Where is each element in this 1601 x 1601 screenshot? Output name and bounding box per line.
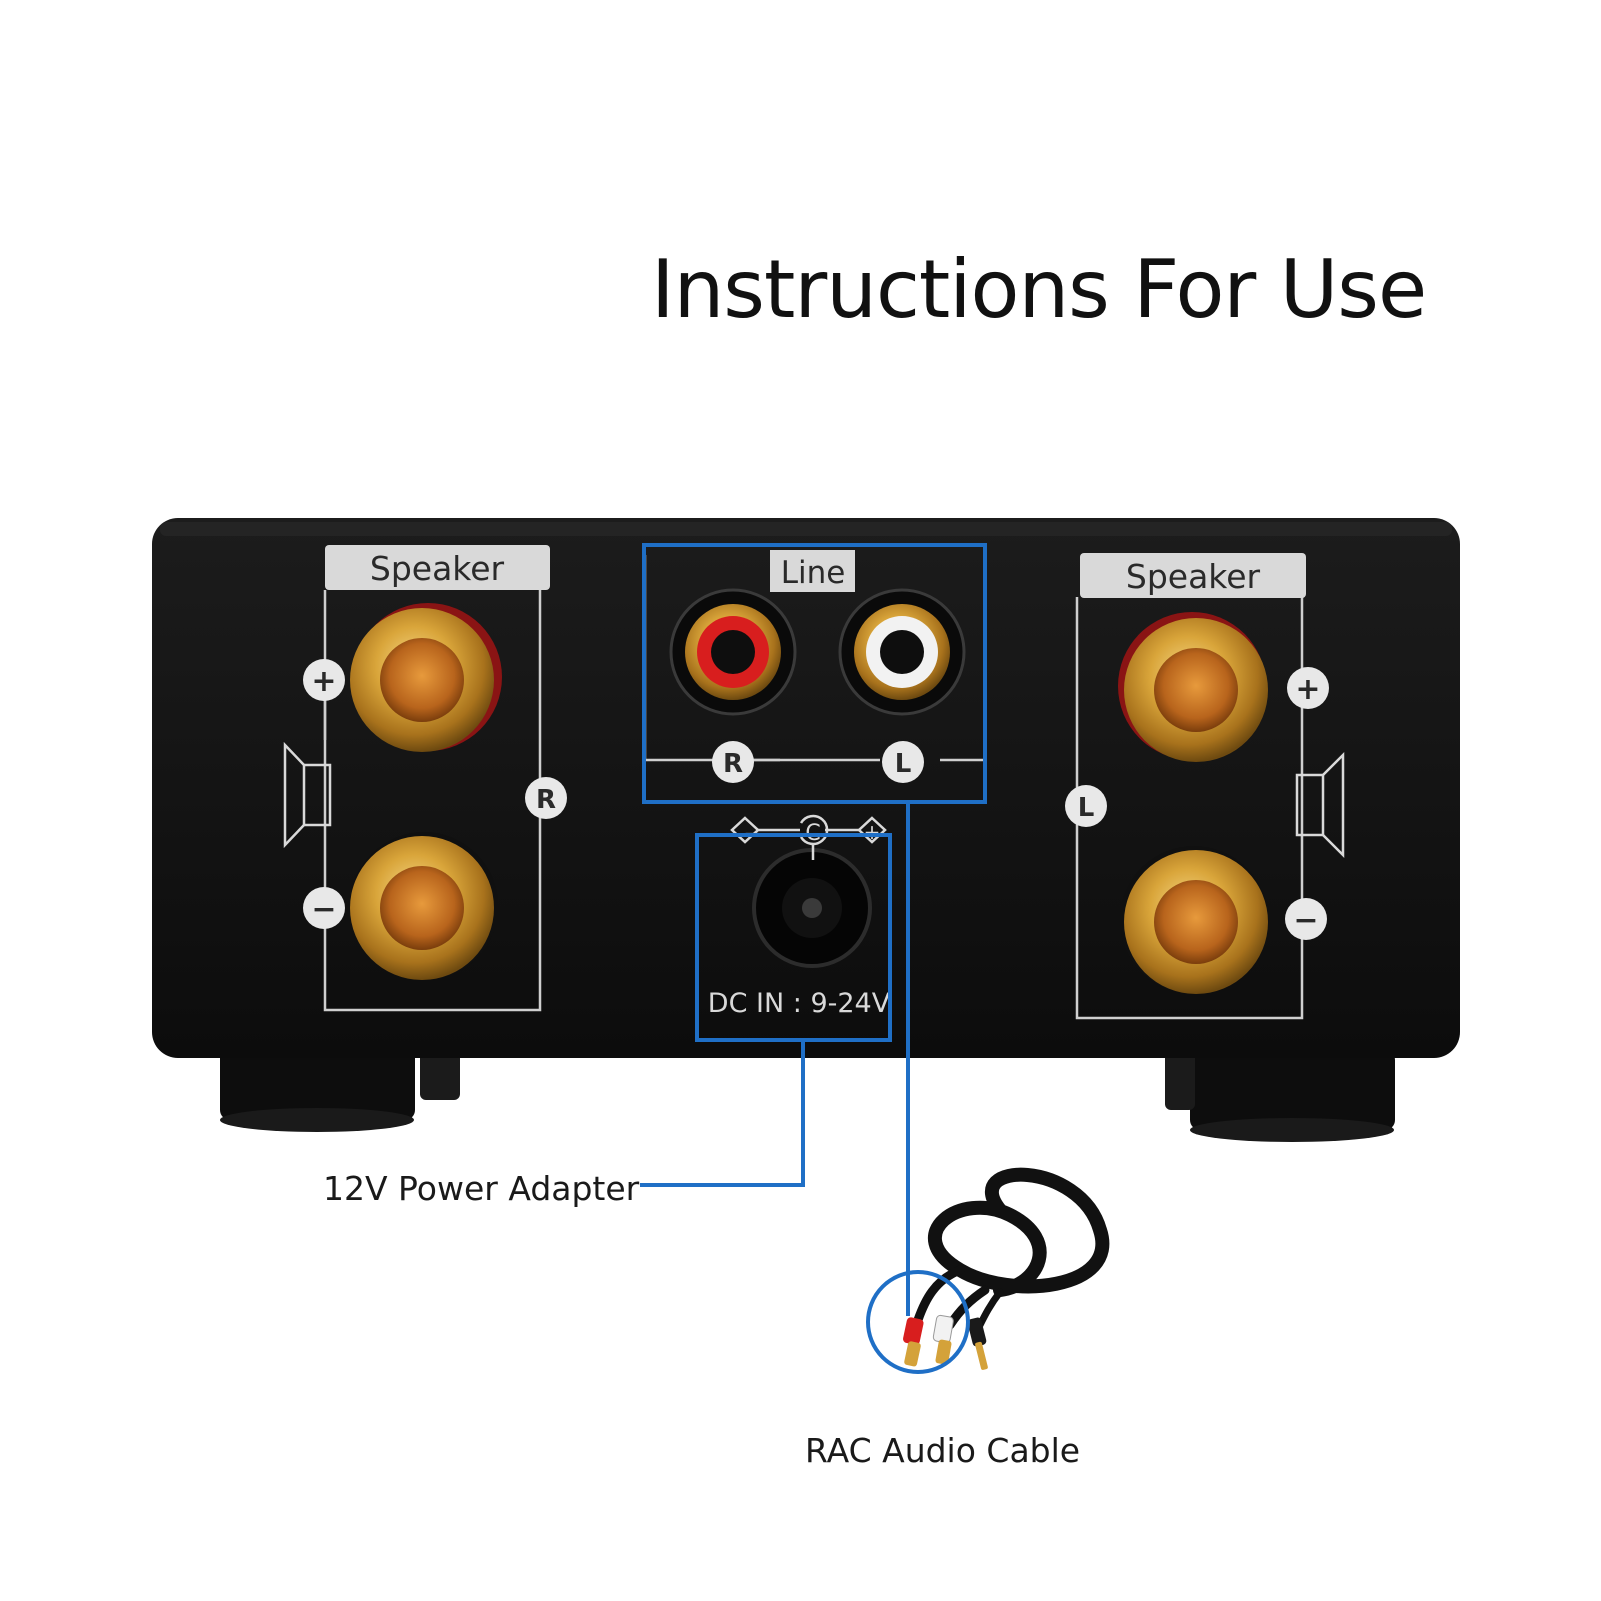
- polarity-plus-label: +: [864, 820, 881, 844]
- minus-marker-left: [303, 887, 345, 929]
- right-speaker-label: Speaker: [1126, 557, 1261, 596]
- binding-post-right-plus: [1118, 612, 1268, 762]
- minus-label-right: −: [1293, 903, 1318, 938]
- dc-to-adapter-leader: [640, 1040, 805, 1187]
- polarity-diagram: [730, 814, 887, 860]
- channel-label-left: R: [536, 785, 556, 815]
- speaker-symbol-left: [283, 741, 332, 849]
- dc-input-label: DC IN : 9-24V: [708, 988, 891, 1019]
- rca-plug-red: [903, 1317, 924, 1367]
- left-speaker-label: Speaker: [370, 549, 505, 588]
- round-markers: [303, 659, 1329, 940]
- channel-marker-right: [1065, 785, 1107, 827]
- rca-plug-white: [932, 1314, 954, 1365]
- plus-marker-right: [1287, 667, 1329, 709]
- feet: [220, 1040, 1395, 1142]
- binding-post-left-minus: [350, 832, 498, 980]
- rca-marker-left: [882, 741, 924, 783]
- minus-marker-right: [1285, 898, 1327, 940]
- binding-post-right-minus: [1120, 846, 1268, 994]
- plus-label-left: +: [311, 664, 336, 699]
- binding-post-left-plus: [350, 603, 502, 752]
- callout-lines: [640, 543, 987, 1374]
- line-header: [770, 550, 855, 592]
- channel-label-right: L: [1078, 793, 1095, 823]
- plus-marker-left: [303, 659, 345, 701]
- foot-left: [220, 1040, 415, 1120]
- rca-label-left: L: [895, 749, 912, 779]
- rca-jack-right: [669, 588, 797, 716]
- cable-highlight-circle: [866, 1270, 970, 1374]
- rca-label-right: R: [723, 749, 743, 779]
- rca-marker-right: [712, 741, 754, 783]
- dc-highlight-box: [695, 833, 892, 1042]
- line-highlight-box: [642, 543, 987, 804]
- channel-marker-left: [525, 777, 567, 819]
- rca-jack-left: [838, 588, 966, 716]
- minus-label-left: −: [311, 892, 336, 927]
- foot-right: [1190, 1050, 1395, 1130]
- speaker-symbol-right: [1295, 751, 1345, 859]
- plus-label-right: +: [1295, 672, 1320, 707]
- left-speaker-header: [325, 545, 550, 590]
- amplifier-body: [152, 518, 1460, 1058]
- line-label: Line: [781, 555, 846, 591]
- jack-plug: [967, 1317, 988, 1370]
- dc-jack: [752, 848, 872, 968]
- right-speaker-header: [1080, 553, 1306, 598]
- audio-cable: [903, 1167, 1110, 1370]
- audio-cable-label: RAC Audio Cable: [805, 1431, 1081, 1470]
- power-adapter-label: 12V Power Adapter: [323, 1169, 640, 1208]
- page-title: Instructions For Use: [651, 243, 1427, 336]
